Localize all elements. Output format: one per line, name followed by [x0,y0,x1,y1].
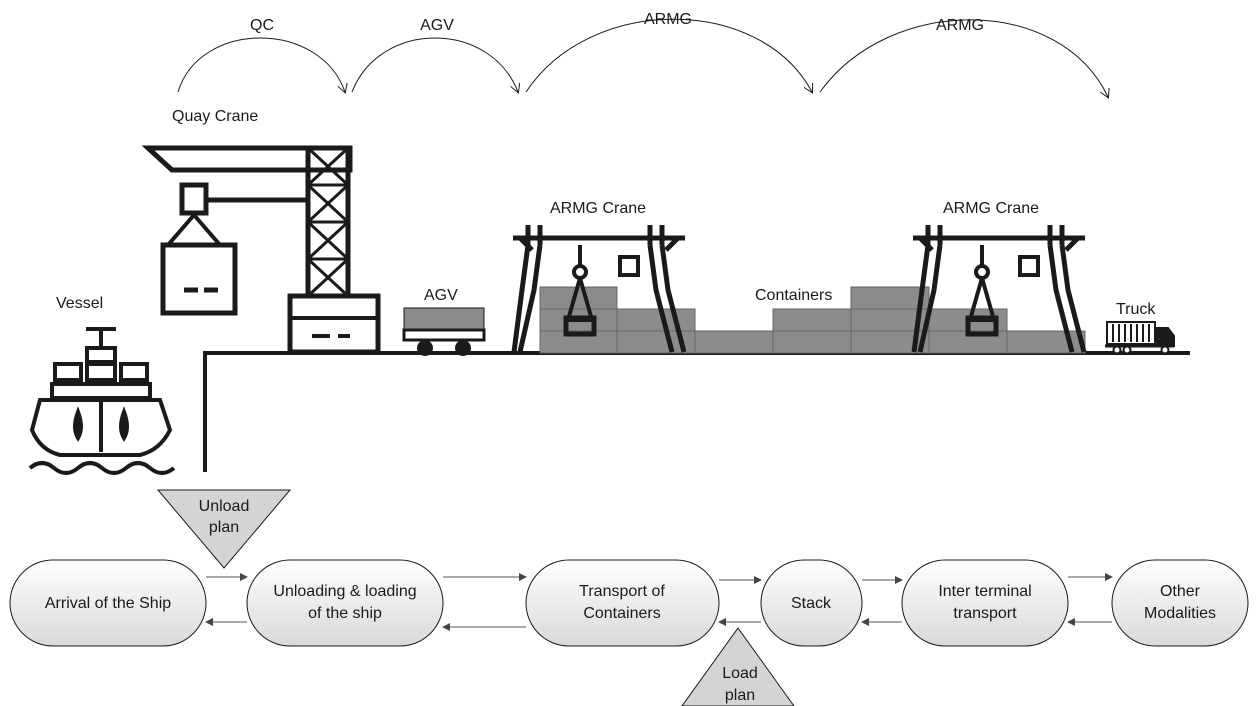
transfer-label-qc: QC [250,17,274,34]
quay-crane-label: Quay Crane [172,108,258,125]
process-step-label: Other [1160,583,1201,600]
process-step-label: Stack [791,595,832,612]
transfer-label-armg-1: ARMG [644,11,692,28]
process-step-unloading: Unloading & loading of the ship [246,559,444,647]
vessel-icon [28,327,176,475]
process-step-label: Modalities [1144,605,1216,622]
process-step-label: of the ship [308,605,382,622]
armg-crane-icon-2 [911,225,1087,353]
process-step-label: Unloading & loading [273,583,416,600]
process-step-transport: Transport of Containers [525,559,720,647]
process-step-other-modalities: Other Modalities [1111,559,1249,647]
unload-plan-triangle [156,489,292,569]
process-step-label: Arrival of the Ship [45,595,171,612]
transfer-arc-agv [351,37,518,92]
transfer-label-agv: AGV [420,17,454,34]
process-step-arrival: Arrival of the Ship [9,559,207,647]
truck-label: Truck [1116,301,1156,318]
load-plan-line-1: Load [722,665,758,682]
unload-plan-line-1: Unload [199,498,250,515]
agv-label: AGV [424,287,458,304]
transfer-arc-armg-1 [525,18,812,92]
armg-crane-icon-1 [511,225,687,353]
process-step-label: Inter terminal [938,583,1031,600]
transfer-arc-qc [177,37,345,92]
armg-crane-label-1: ARMG Crane [550,200,646,217]
process-step-label: Containers [583,605,660,622]
truck-icon [1105,321,1175,355]
transfer-label-armg-2: ARMG [936,17,984,34]
container-stack [539,286,1086,354]
process-step-stack: Stack [760,559,863,647]
armg-crane-label-2: ARMG Crane [943,200,1039,217]
process-step-label: transport [953,605,1017,622]
process-step-inter-terminal: Inter terminal transport [901,559,1069,647]
flow-arrows [205,573,1113,631]
transfer-arc-armg-2 [819,19,1108,97]
process-step-label: Transport of [579,583,665,600]
unload-plan-line-2: plan [209,519,239,536]
vessel-label: Vessel [56,295,103,312]
quay-crane-icon [141,145,381,355]
load-plan-line-2: plan [725,687,755,704]
load-plan-triangle [681,627,795,706]
agv-icon [402,307,486,356]
quay-wall [203,351,1190,472]
containers-label: Containers [755,287,832,304]
